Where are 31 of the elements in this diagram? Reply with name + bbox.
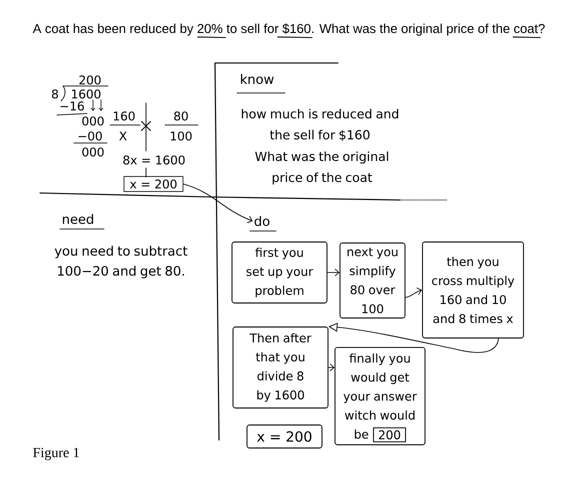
step-box: next you simplify 80 over 100 (340, 242, 406, 318)
math-text: 1600 (72, 89, 100, 99)
math-text: 100 (170, 131, 192, 141)
step-box: Then after that you divide 8 by 1600 (232, 326, 328, 408)
body-text: you need to subtract 100−20 and get 80. (54, 246, 188, 278)
math-text: 80 (174, 111, 188, 121)
math-text: 8x = 1600 (123, 155, 185, 165)
heading: need (62, 214, 94, 224)
caption: Figure 1 (33, 448, 79, 460)
math-text: 000 (82, 116, 104, 126)
answer-box: 200 (373, 427, 406, 442)
answer-box: x = 200 (124, 176, 184, 192)
step-box: then you cross multiply 160 and 10 and 8 times x (422, 242, 524, 338)
heading: do (254, 216, 270, 226)
title: A coat has been reduced by 20% to sell for $160. What was the original price of the coat? (32, 23, 545, 36)
math-text: 8 (52, 89, 58, 99)
math-text: 160 (114, 111, 135, 121)
step-box: first you set up your problem (232, 242, 328, 304)
math-text: X (119, 132, 127, 140)
body-text: What was the original price of the coat (255, 151, 388, 185)
arrow (327, 268, 340, 276)
arrow (405, 287, 422, 298)
arrow (328, 364, 335, 372)
arrow (182, 184, 253, 224)
heading: know (241, 74, 274, 84)
answer-box: x = 200 (246, 424, 322, 448)
math-text: −16 (60, 101, 84, 111)
body-text: how much is reduced and the sell for $160 (242, 108, 398, 142)
math-text: 200 (79, 75, 101, 85)
math-text: 000 (82, 147, 104, 157)
math-text: −00 (78, 131, 102, 141)
